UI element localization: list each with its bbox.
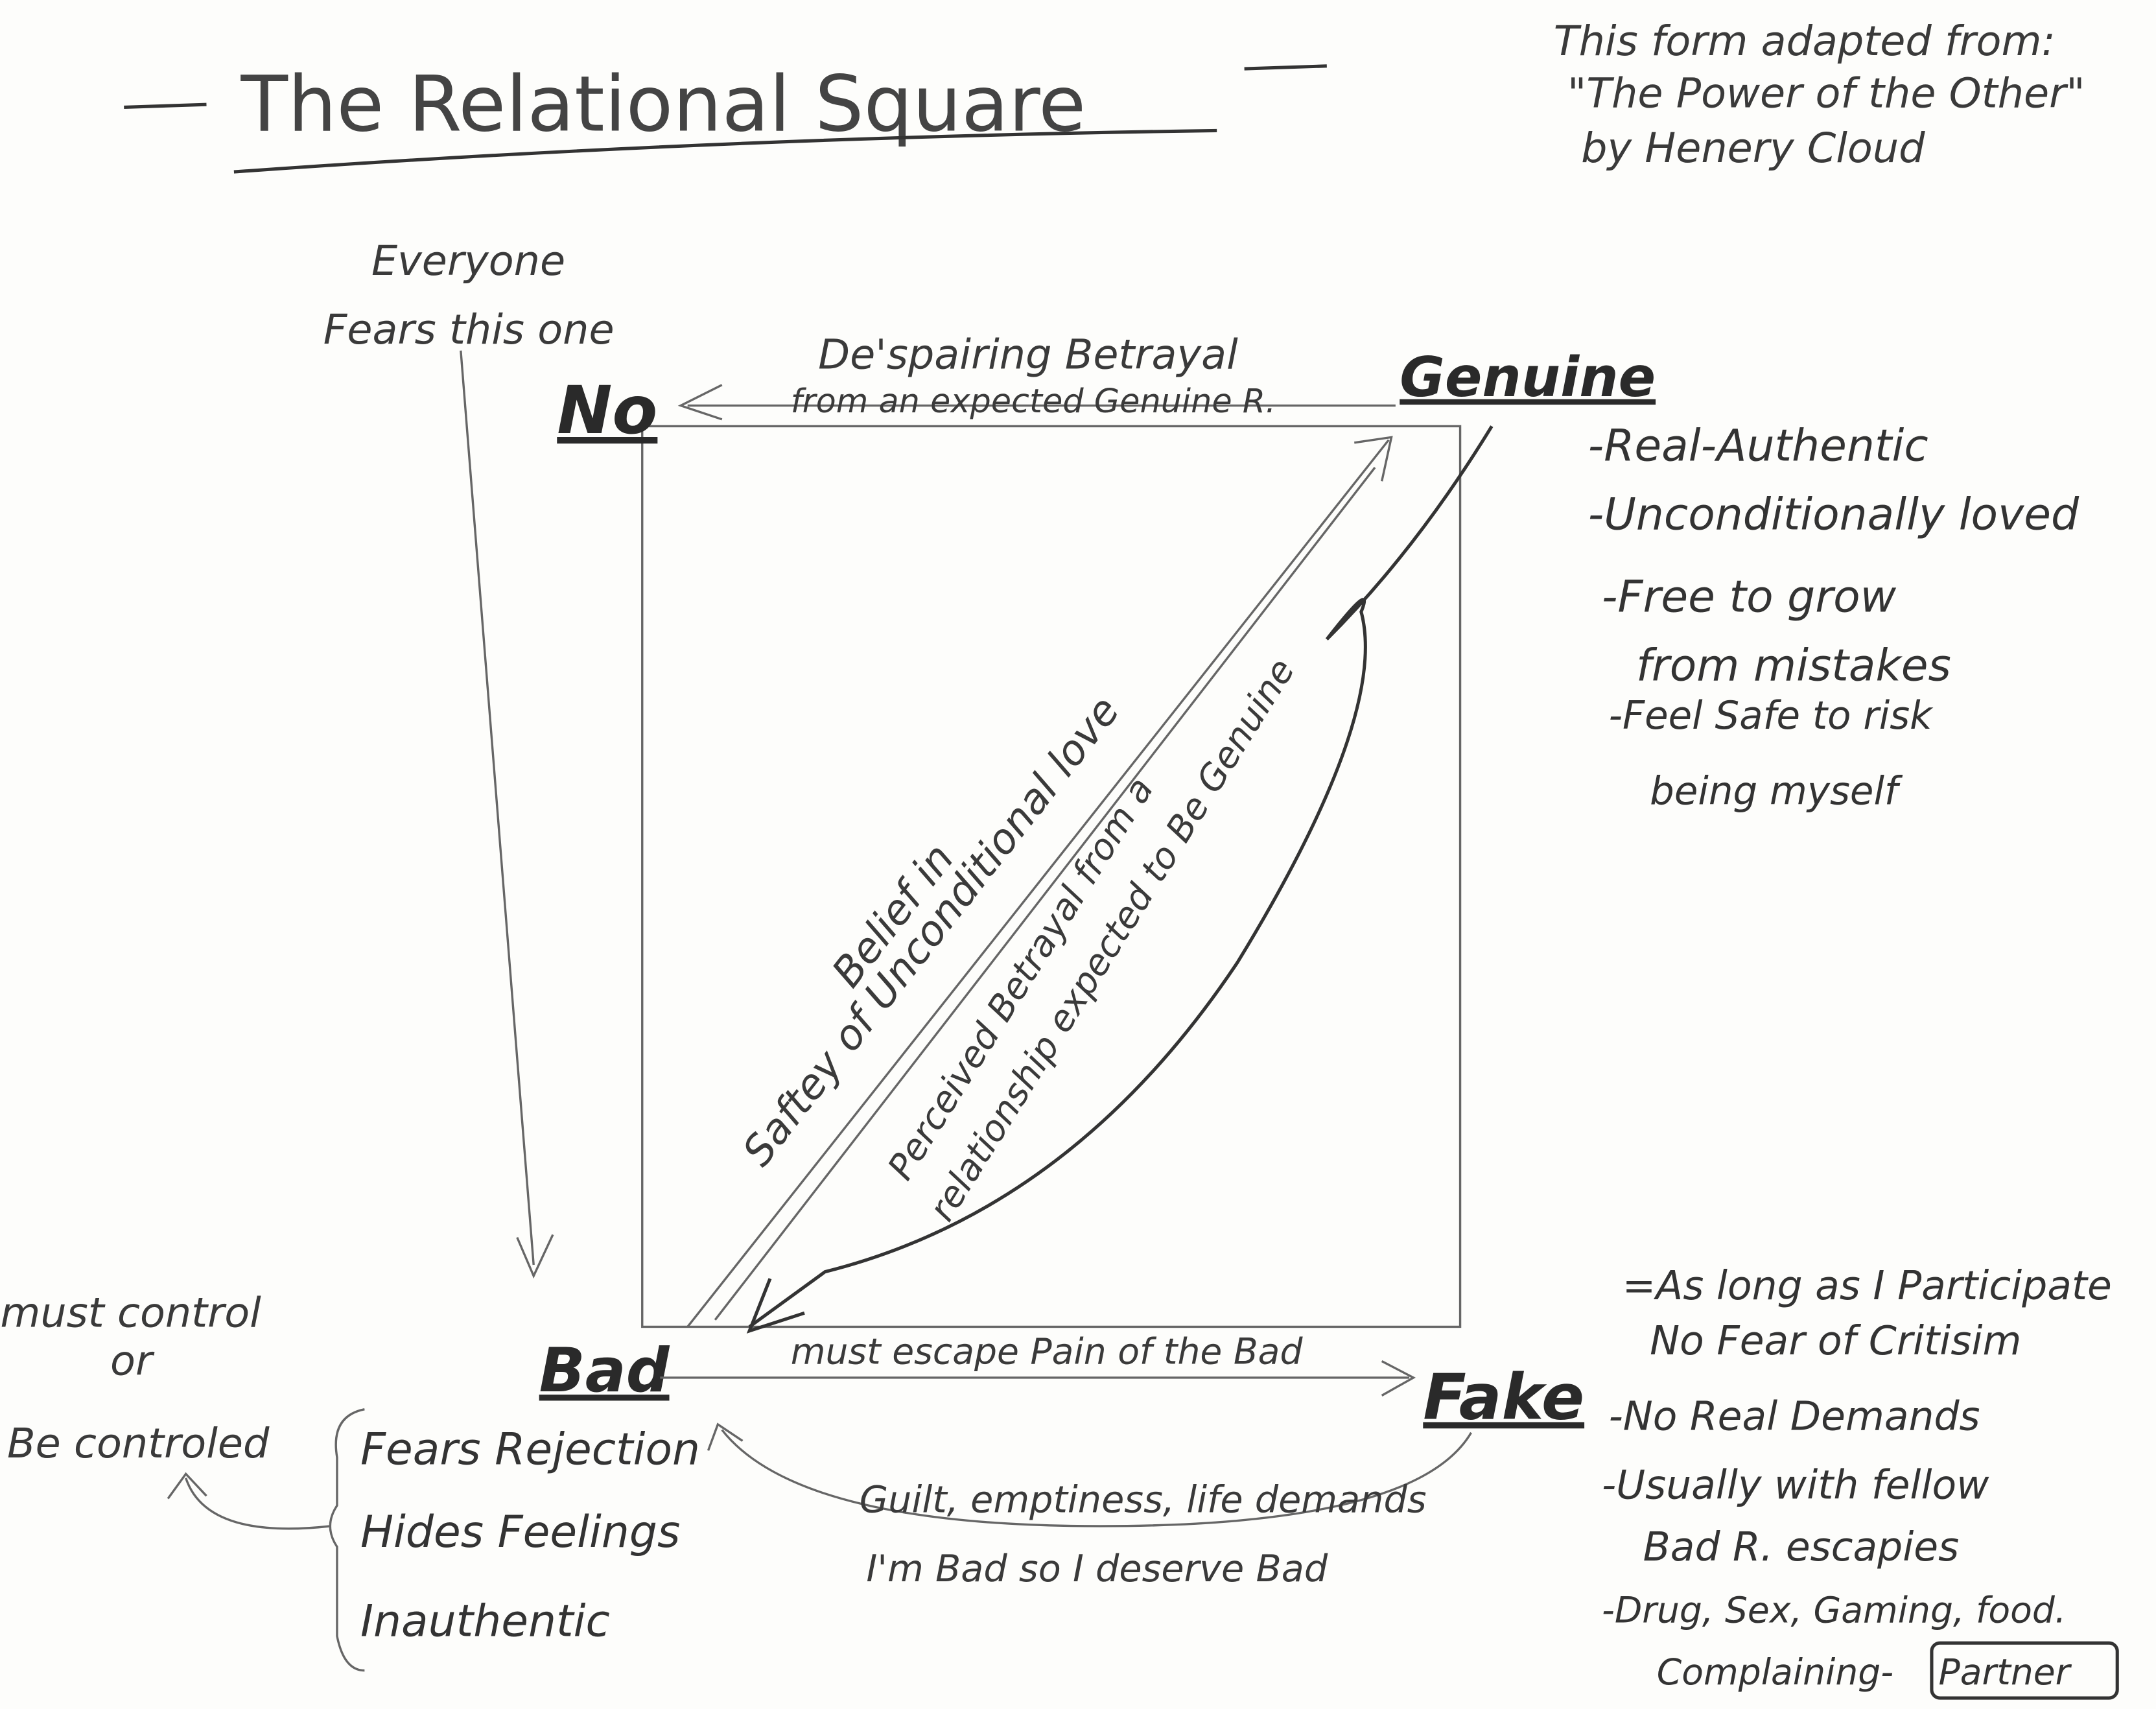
square-frame	[641, 425, 1462, 1328]
fake-list-item: =As long as I Participate	[1623, 1262, 2112, 1309]
genuine-list-item: being myself	[1650, 770, 1903, 814]
bad-list-brace	[329, 1408, 365, 1672]
attribution: This form adapted from: "The Power of th…	[1554, 18, 2085, 172]
bad-list-item: Hides Feelings	[360, 1507, 680, 1558]
arrow-fake-to-bad	[707, 1422, 1472, 1527]
arrow-note-to-bad	[460, 350, 554, 1279]
bad-list: Fears Rejection Hides Feelings Inauthent…	[360, 1424, 700, 1647]
arrow-genuine-to-bad	[746, 425, 1494, 1334]
genuine-list: -Real-Authentic -Unconditionally loved -…	[1588, 420, 2080, 814]
genuine-list-item: -Unconditionally loved	[1588, 489, 2080, 540]
fake-list-item: Complaining-	[1657, 1652, 1893, 1693]
fake-list-item-partner: Partner	[1939, 1652, 2072, 1693]
arrow-bad-to-fake	[660, 1360, 1416, 1397]
corner-no: No	[557, 373, 657, 449]
fake-list-item: -No Real Demands	[1609, 1393, 1980, 1440]
genuine-list-item: -Feel Safe to risk	[1609, 694, 1934, 738]
bad-note-line: Be controled	[7, 1420, 270, 1468]
partner-box	[1930, 1641, 2119, 1700]
no-note-line: Fears this one	[323, 306, 615, 354]
corner-fake: Fake	[1423, 1361, 1584, 1435]
fake-list-item: -Drug, Sex, Gaming, food.	[1602, 1590, 2066, 1631]
arrow-bad-to-genuine-second-stroke	[714, 466, 1376, 1321]
attribution-book: "The Power of the Other"	[1567, 69, 2085, 117]
top-arrow-label: De'spairing Betrayal	[818, 331, 1238, 379]
title-underline	[233, 128, 1217, 174]
genuine-list-item: -Free to grow	[1602, 572, 1897, 623]
corner-bad: Bad	[539, 1336, 670, 1406]
bottom-arrow-label: must escape Pain of the Bad	[791, 1332, 1304, 1373]
genuine-list-item: from mistakes	[1636, 641, 1951, 692]
genuine-list-item: -Real-Authentic	[1588, 420, 1928, 471]
bad-list-item: Fears Rejection	[360, 1424, 700, 1476]
bad-list-item: Inauthentic	[360, 1596, 610, 1647]
top-arrow-label: from an expected Genuine R.	[791, 383, 1276, 421]
bad-note-line: or	[110, 1338, 155, 1385]
fake-list: =As long as I Participate No Fear of Cri…	[1602, 1262, 2119, 1700]
no-note-line: Everyone	[371, 237, 565, 285]
title-dash-left	[124, 102, 207, 109]
fake-list-item: Bad R. escapies	[1643, 1524, 1960, 1570]
bad-control-note: must control or Be controled	[0, 1289, 270, 1467]
bad-note-line: must control	[0, 1289, 261, 1337]
arrow-genuine-to-no	[677, 384, 1396, 421]
attribution-author: by Henery Cloud	[1581, 124, 1925, 172]
fake-list-item: No Fear of Critisim	[1650, 1317, 2021, 1364]
return-arrow-label: I'm Bad so I deserve Bad	[866, 1547, 1328, 1590]
corner-genuine: Genuine	[1400, 346, 1656, 410]
arrow-to-control-note	[167, 1472, 331, 1530]
return-arrow-label: Guilt, emptiness, life demands	[860, 1478, 1427, 1522]
fake-list-item: -Usually with fellow	[1602, 1462, 1989, 1509]
attribution-line: This form adapted from:	[1554, 18, 2056, 65]
arrow-bad-to-genuine	[686, 436, 1393, 1328]
diagram-title: The Relational Square	[240, 60, 1086, 149]
title-dash-right	[1244, 64, 1327, 71]
